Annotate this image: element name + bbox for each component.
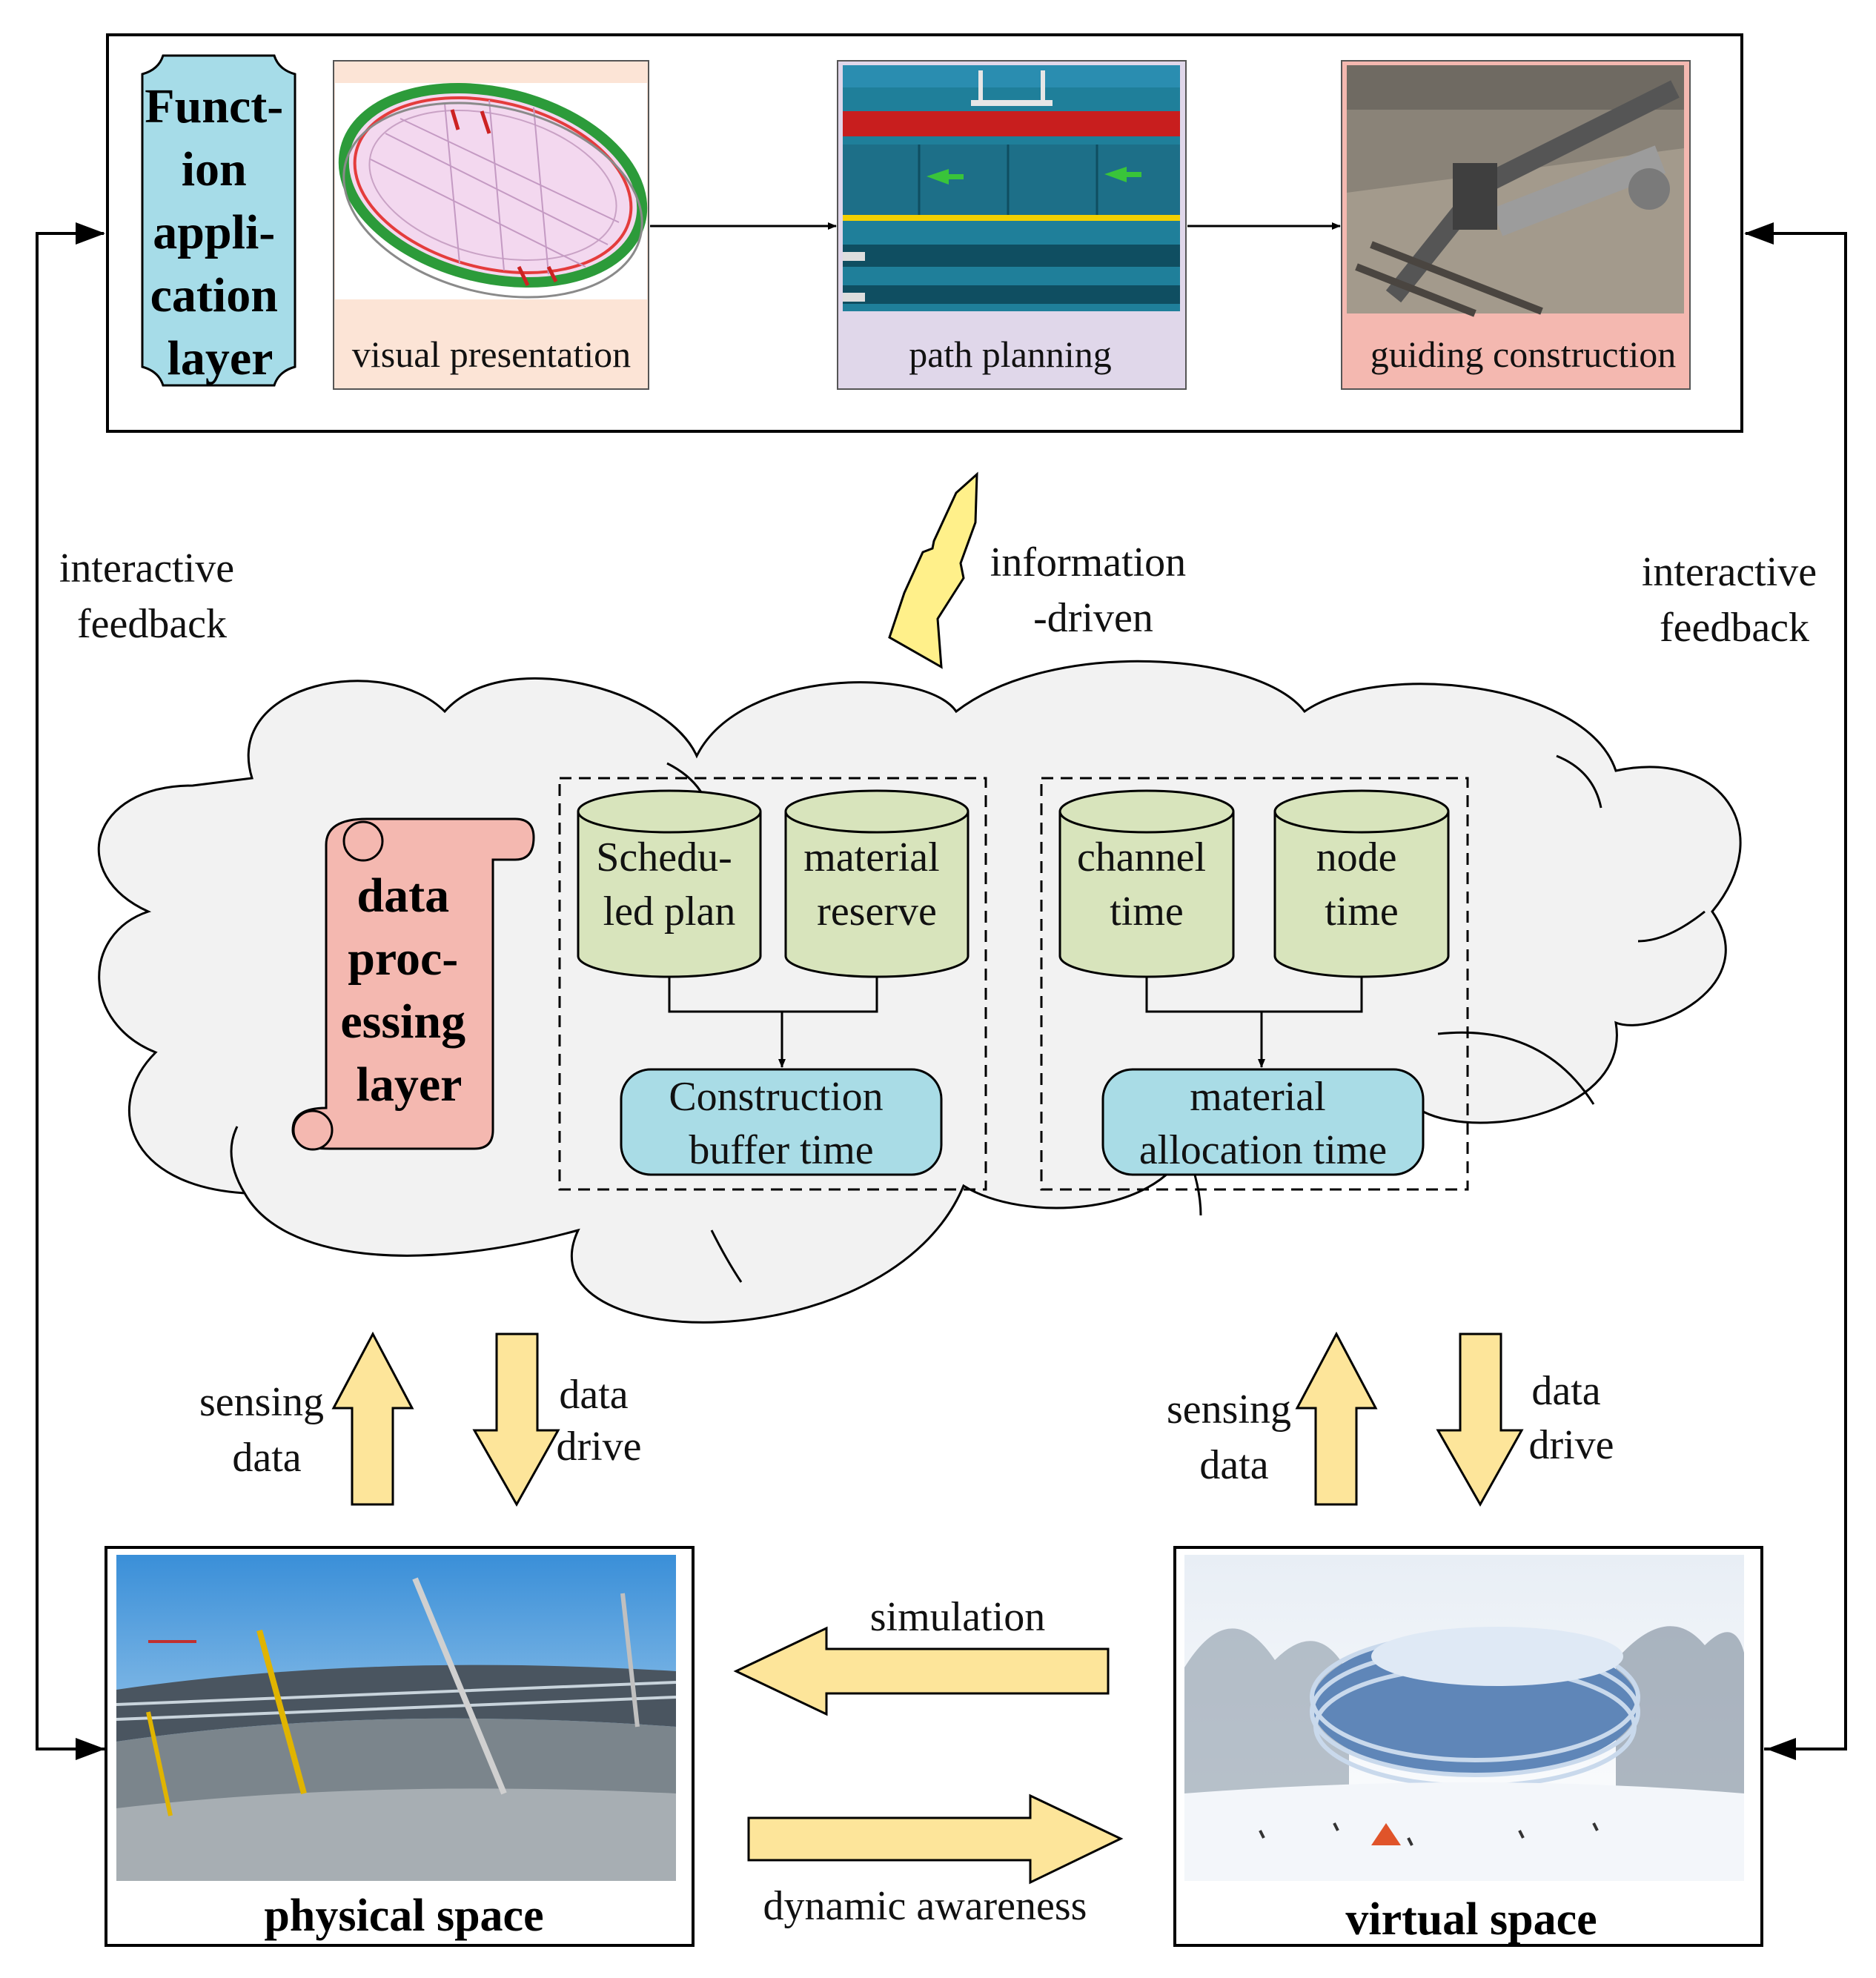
- path-planning-image: [843, 65, 1180, 311]
- left-drive-arrow: [472, 1333, 560, 1507]
- right-sensing-data-label: sensing data: [1167, 1387, 1302, 1488]
- panel-caption-guiding: guiding construction: [1370, 333, 1676, 375]
- svg-text:Funct- ion appli-: Funct- ion appli- cation layer: [145, 79, 295, 385]
- panel-guiding-construction: guiding construction: [1341, 60, 1691, 390]
- panel-visual-presentation: visual presentation: [333, 60, 649, 390]
- construction-site-image: [1347, 65, 1684, 317]
- function-title-line: layer: [168, 331, 274, 385]
- cylinder-channel-time: channel time: [1058, 789, 1235, 978]
- svg-text:Schedu- led plan: Schedu- led plan: [596, 834, 743, 935]
- svg-text:Construction buffer ti: Construction buffer time: [669, 1074, 893, 1173]
- interactive-feedback-right-loop: [1744, 222, 1847, 1760]
- function-title-line: Funct-: [145, 79, 283, 133]
- svg-text:data proc- essing: data proc- essing layer: [340, 869, 477, 1112]
- function-title-line: cation: [150, 268, 278, 322]
- right-drive-arrow: [1436, 1333, 1524, 1507]
- panel-path-planning: path planning: [837, 60, 1187, 390]
- material-allocation-time-box: material allocation time: [1101, 1068, 1425, 1176]
- function-layer-title: Funct- ion appli- cation layer: [141, 54, 296, 387]
- interactive-feedback-right-label: interactive feedback: [1642, 549, 1827, 651]
- physical-space-label: physical space: [264, 1891, 543, 1941]
- left-sensing-arrow: [331, 1331, 414, 1506]
- information-driven-label: information -driven: [990, 540, 1196, 641]
- interactive-feedback-left-loop: [36, 222, 107, 1760]
- svg-text:channel time: channel time: [1077, 834, 1216, 935]
- lightning-bolt-icon: [888, 471, 978, 669]
- svg-text:material allocation ti: material allocation time: [1139, 1074, 1387, 1173]
- simulation-arrow: [733, 1626, 1110, 1716]
- physical-space-box: physical space: [105, 1546, 695, 1947]
- left-sensing-data-label: sensing data: [199, 1379, 334, 1481]
- interactive-feedback-left-label: interactive feedback: [59, 545, 245, 647]
- data-title-line: essing: [340, 995, 465, 1049]
- data-title-line: layer: [357, 1058, 463, 1112]
- data-title-line: proc-: [348, 932, 458, 986]
- panel-caption-visual: visual presentation: [352, 333, 631, 375]
- dynamic-awareness-arrow: [747, 1793, 1124, 1885]
- dynamic-awareness-label: dynamic awareness: [763, 1883, 1087, 1929]
- construction-buffer-time-box: Construction buffer time: [620, 1068, 943, 1176]
- data-processing-title-scroll: data proc- essing layer: [291, 817, 535, 1151]
- cylinder-material-reserve: material reserve: [784, 789, 970, 978]
- data-title-line: data: [357, 869, 449, 923]
- data-group-construction-buffer: Schedu- led plan material reserve Constr…: [558, 777, 987, 1191]
- left-data-drive-label: data drive: [556, 1372, 641, 1470]
- cylinder-node-time: node time: [1273, 789, 1450, 978]
- physical-construction-photo: [116, 1555, 677, 1881]
- virtual-space-label: virtual space: [1345, 1894, 1597, 1945]
- panel-caption-path: path planning: [909, 333, 1112, 375]
- data-group-material-allocation: channel time node time material allocati…: [1040, 777, 1469, 1191]
- svg-text:node time: node time: [1316, 834, 1408, 935]
- right-data-drive-label: data drive: [1528, 1368, 1614, 1468]
- virtual-space-box: virtual space: [1173, 1546, 1763, 1947]
- function-title-line: ion: [182, 142, 247, 196]
- svg-text:material reserve: material reserve: [803, 834, 949, 935]
- virtual-stadium-render: [1184, 1555, 1744, 1881]
- stadium-model-image: [338, 82, 648, 299]
- cylinder-scheduled-plan: Schedu- led plan: [577, 789, 762, 978]
- right-sensing-arrow: [1295, 1331, 1378, 1506]
- simulation-label: simulation: [870, 1594, 1045, 1640]
- function-title-line: appli-: [153, 205, 275, 259]
